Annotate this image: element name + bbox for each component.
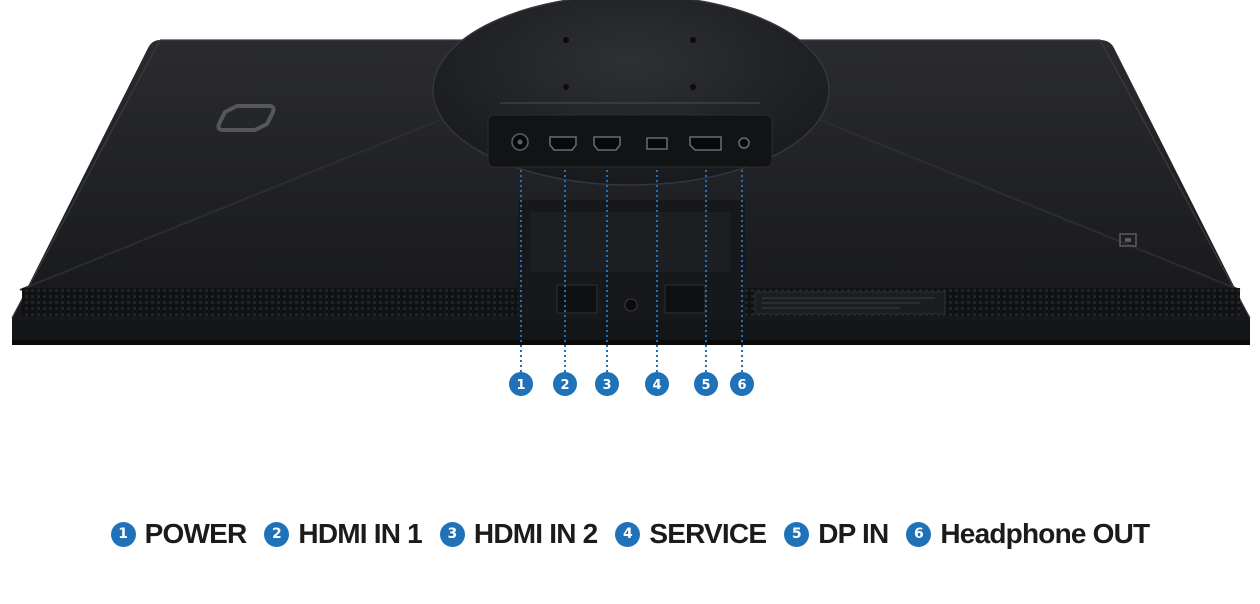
port-legend: 1 POWER 2 HDMI IN 1 3 HDMI IN 2 4 SERVIC… [0,512,1260,556]
legend-item-dp-in: 5 DP IN [784,518,889,550]
port-bay [487,114,773,168]
security-lock-slot-icon [1119,233,1137,247]
legend-item-power: 1 POWER [110,518,248,550]
monitor-back-panel [12,40,1250,344]
svg-text:2: 2 [560,378,569,393]
legend-item-service: 4 SERVICE [615,518,767,550]
hdmi-port-1-icon [549,136,577,151]
svg-text:5: 5 [701,378,710,393]
legend-number-badge: 4 [615,521,641,547]
callout-badge-3: 3 [595,372,619,396]
legend-label: SERVICE [649,518,767,549]
svg-text:3: 3 [602,378,611,393]
brand-emblem-icon [216,104,276,132]
power-port-icon [511,133,529,151]
headphone-jack-icon [738,137,750,149]
svg-text:6: 6 [737,378,746,393]
legend-label: Headphone OUT [940,518,1150,549]
hdmi-port-2-icon [593,136,621,151]
legend-number-badge: 3 [439,521,465,547]
legend-label: HDMI IN 2 [473,518,598,549]
legend-number-badge: 1 [110,521,136,547]
legend-item-headphone-out: 6 Headphone OUT [906,518,1150,550]
callout-badge-5: 5 [694,372,718,396]
legend-label: POWER [144,518,248,549]
svg-text:4: 4 [652,378,661,393]
legend-number-badge: 6 [906,521,932,547]
service-usb-port-icon [646,137,668,150]
callout-badge-2: 2 [553,372,577,396]
callout-badge-1: 1 [509,372,533,396]
legend-label: HDMI IN 1 [298,518,422,549]
legend-item-hdmi-in-2: 3 HDMI IN 2 [439,518,598,550]
displayport-icon [689,136,722,151]
callout-badge-6: 6 [730,372,754,396]
callout-lines [520,170,743,372]
vent-grille-left [22,288,522,316]
callout-badge-4: 4 [645,372,669,396]
legend-number-badge: 2 [264,521,290,547]
svg-text:1: 1 [516,378,525,393]
legend-number-badge: 5 [784,521,810,547]
legend-item-hdmi-in-1: 2 HDMI IN 1 [264,518,423,550]
legend-label: DP IN [818,518,889,549]
